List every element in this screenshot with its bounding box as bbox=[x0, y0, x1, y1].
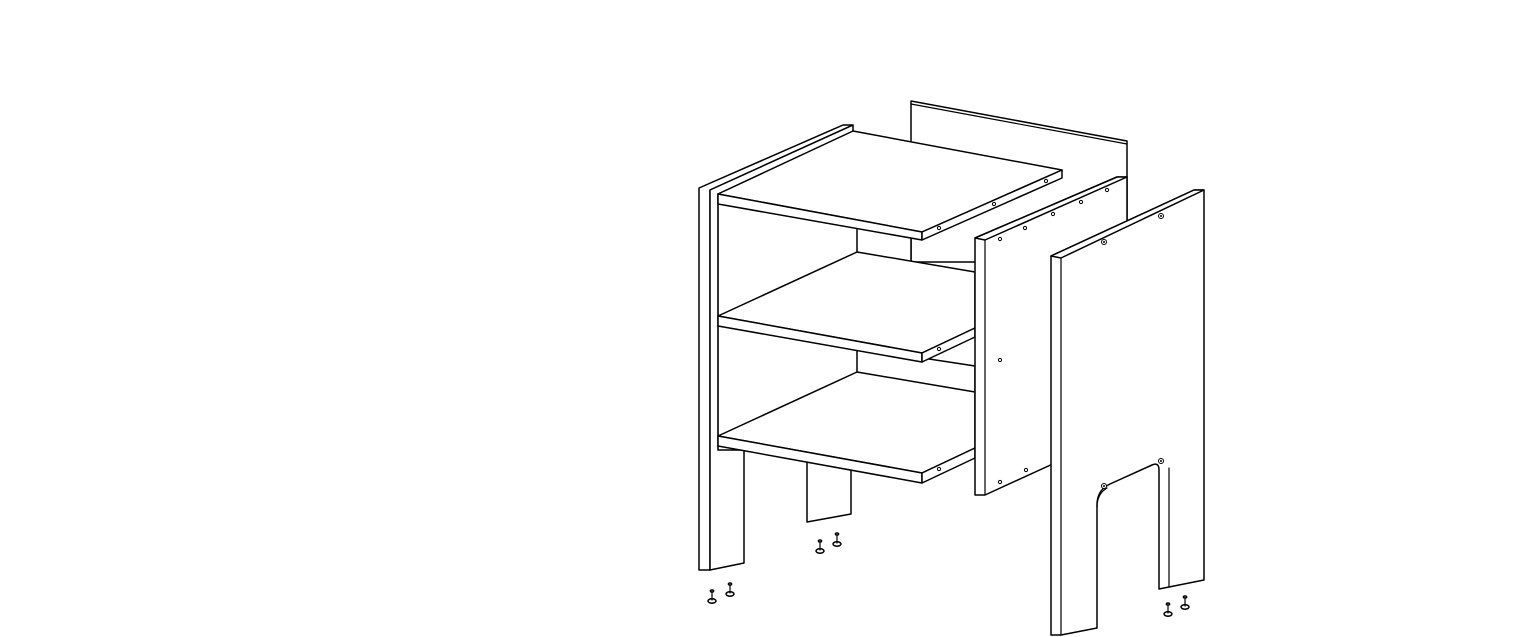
right-panel-holes bbox=[997, 187, 1110, 485]
leveling-foot-icon bbox=[707, 589, 717, 604]
leveling-foot-icon bbox=[1180, 595, 1190, 610]
top-shelf-holes bbox=[936, 178, 1049, 231]
leveling-feet bbox=[707, 532, 1190, 617]
leveling-foot-icon bbox=[815, 539, 825, 554]
top-shelf bbox=[717, 130, 1063, 241]
leveling-foot-icon bbox=[725, 582, 735, 597]
bottom-shelf-hole bbox=[936, 466, 942, 472]
bottom-shelf bbox=[717, 371, 976, 484]
back-leg bbox=[806, 461, 852, 523]
leveling-foot-icon bbox=[832, 532, 842, 547]
middle-shelf bbox=[717, 251, 976, 363]
front-panel-holes bbox=[1101, 213, 1164, 489]
middle-shelf-hole bbox=[936, 346, 942, 352]
leveling-foot-icon bbox=[1163, 602, 1173, 617]
front-panel bbox=[1050, 189, 1205, 636]
